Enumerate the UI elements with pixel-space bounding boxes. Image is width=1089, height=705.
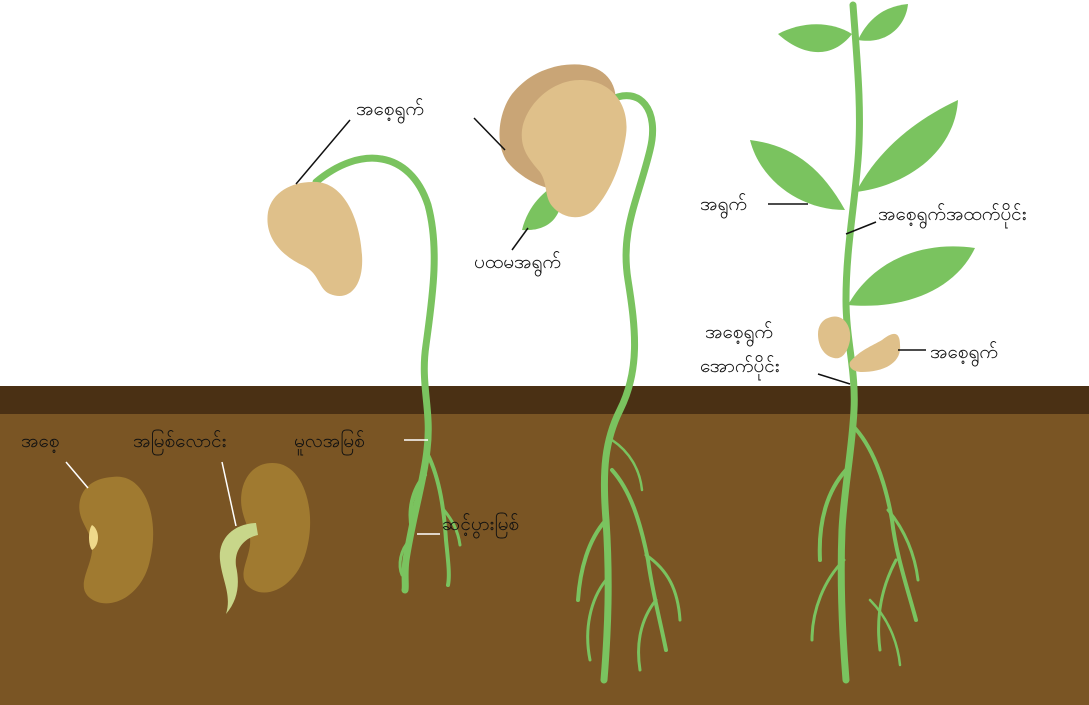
soil [0,414,1089,705]
stage5-cotyledon-left [818,317,850,359]
leader-first-leaves [512,228,528,250]
leaf-top-left [778,24,852,52]
leaf-mid-right [856,100,958,192]
label-secondary-root: ဆင့်ပွားမြစ် [442,511,519,539]
label-primary-root: မူလအမြစ် [294,428,365,456]
leaf-top-right [858,4,908,41]
label-epicotyl: အစေ့ရွက်အထက်ပိုင်း [878,202,1027,229]
label-seed: အစေ့ [21,430,59,453]
label-cotyledon-2: အစေ့ရွက် [930,340,998,367]
label-hypocotyl-2: အောက်ပိုင်း [700,354,780,381]
label-first-leaves: ပထမအရွက် [474,250,561,277]
leaf-mid-left [750,140,845,210]
label-leaf: အရွက် [700,192,747,219]
stage5-cotyledon-right [850,334,901,372]
stage3-cotyledon [267,182,362,296]
leaf-low-right [848,246,975,305]
soil-band [0,386,1089,414]
label-hypocotyl-1: အစေ့ရွက် [705,320,773,347]
stage4-cotyledon-front [522,80,627,217]
label-radicle: အမြစ်လောင်း [133,428,226,456]
label-cotyledon-1: အစေ့ရွက် [356,97,424,124]
leader-hypocotyl [818,374,850,384]
